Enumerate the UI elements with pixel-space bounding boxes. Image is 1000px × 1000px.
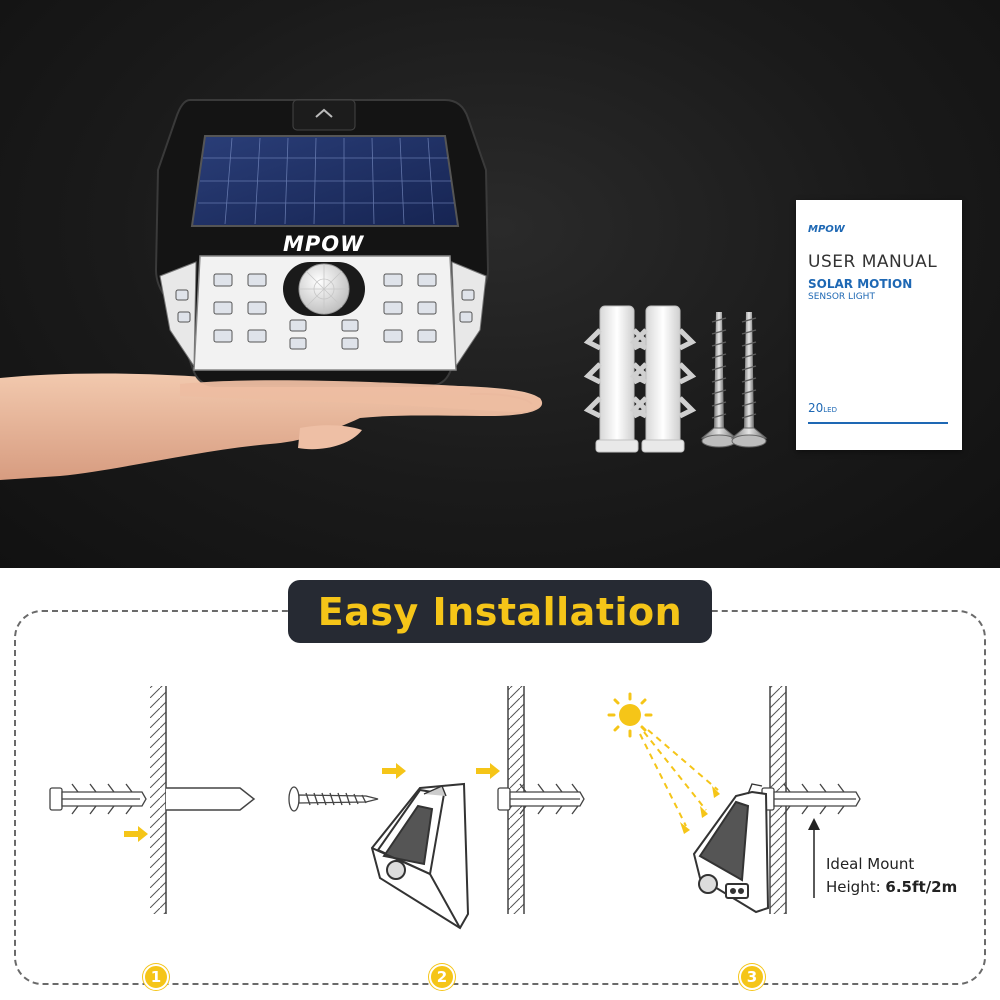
step-1-badge: 1 [143,964,169,990]
manual-subtitle-2: SENSOR LIGHT [808,292,875,302]
product-photo-area: MPOW MPOW USER MANUAL SOLAR MOTION SENSO… [0,0,1000,568]
lamp-brand-logo: MPOW [283,232,365,256]
manual-brand-logo: MPOW [808,224,845,235]
led-count-number: 20 [808,401,824,415]
mount-height-prefix: Height: [826,878,886,896]
mount-label-line-1: Ideal Mount [826,855,915,873]
step-3-diagram [607,686,861,914]
step-2-diagram [288,686,585,930]
solar-lamp [154,99,490,387]
manual-title: USER MANUAL [808,252,938,272]
manual-subtitle: SOLAR MOTION [808,277,913,291]
mount-label-line-2: Height: 6.5ft/2m [826,876,957,899]
sun-icon [607,692,653,738]
mount-height-label: Ideal Mount Height: 6.5ft/2m [826,853,957,899]
installation-title: Easy Installation [317,589,683,634]
manual-underline [808,422,948,424]
installation-title-banner: Easy Installation [288,580,712,643]
mount-height-value: 6.5ft/2m [885,878,958,896]
screw-1 [700,312,738,448]
manual-led-count: 20LED [808,401,837,415]
screw-2 [730,312,768,448]
led-count-unit: LED [823,406,837,414]
product-photo-illustration [0,99,768,480]
installation-diagram [49,686,861,930]
wall-plug-2 [629,305,697,453]
fingers [180,380,542,412]
step-1-diagram [49,686,256,914]
wall-plug-1 [583,305,651,453]
user-manual-card: MPOW USER MANUAL SOLAR MOTION SENSOR LIG… [796,200,962,450]
installation-section: Easy Installation 1 2 3 Ideal Mount Heig… [0,568,1000,1000]
step-2-badge: 2 [429,964,455,990]
step-3-badge: 3 [739,964,765,990]
